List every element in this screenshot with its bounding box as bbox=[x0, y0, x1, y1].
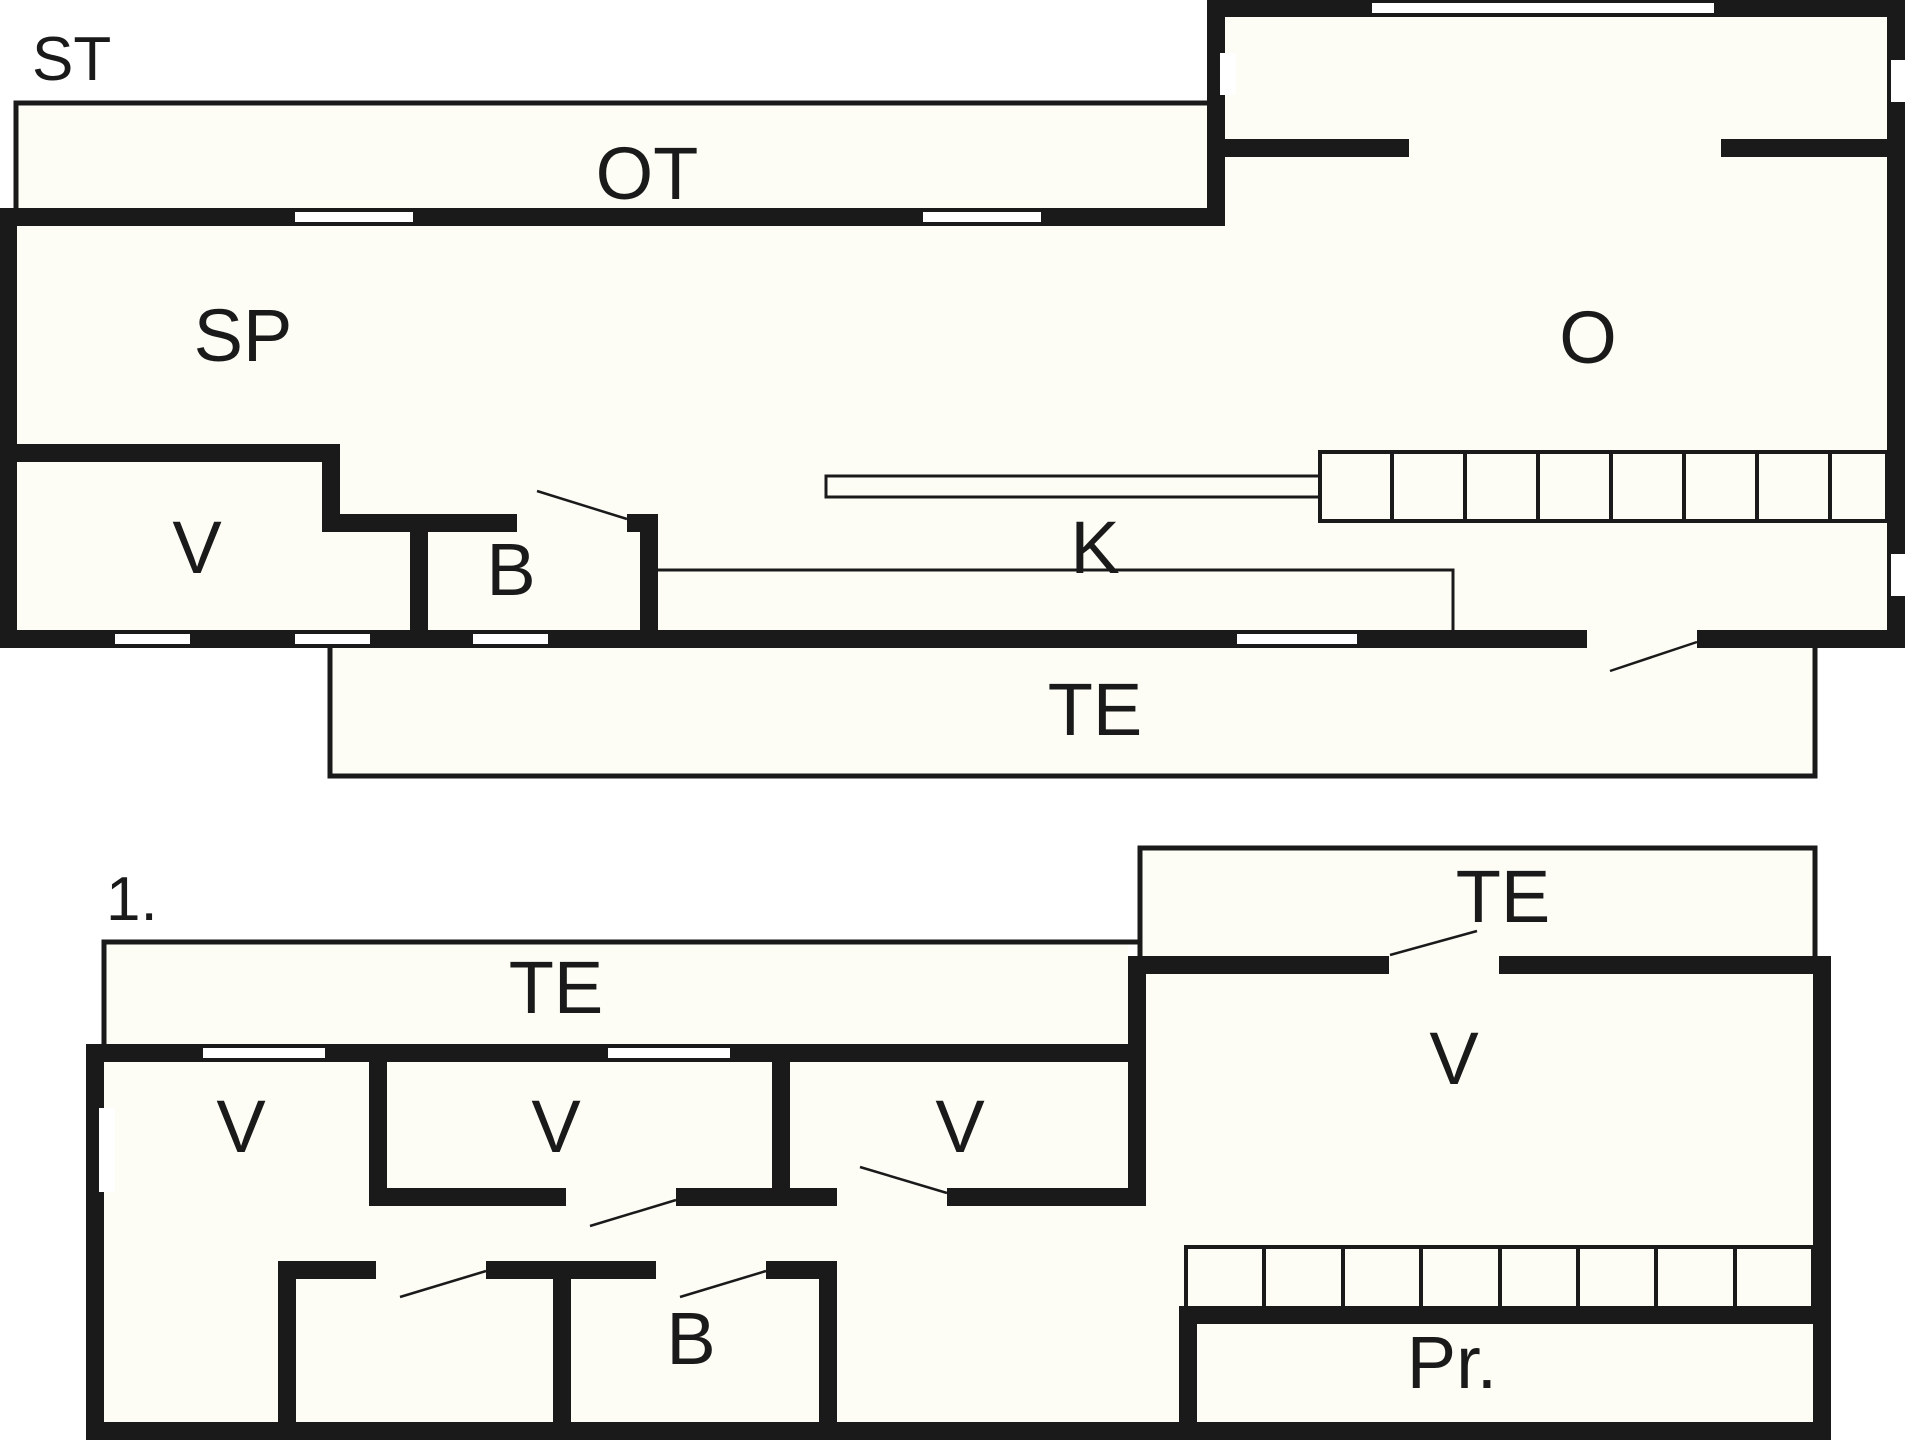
window bbox=[923, 212, 1041, 222]
room-label-pr: Pr. bbox=[1407, 1321, 1497, 1404]
window bbox=[473, 634, 548, 644]
room-label-v: V bbox=[216, 1085, 266, 1168]
door-opening bbox=[517, 514, 627, 532]
wall-v-room bbox=[8, 444, 428, 532]
door-opening bbox=[566, 1188, 676, 1206]
door-swing bbox=[589, 1198, 677, 1228]
room-label-te-left: TE bbox=[509, 946, 604, 1029]
room-label-te: TE bbox=[1048, 668, 1143, 751]
terrace-te-outline bbox=[327, 639, 1818, 779]
door-swing bbox=[1389, 929, 1478, 957]
door-opening bbox=[837, 1188, 947, 1206]
top-floor-exterior-wall bbox=[0, 0, 1905, 648]
window bbox=[115, 634, 190, 644]
first-floor: 1. TE TE V V V V B Pr. bbox=[86, 845, 1831, 1440]
door-opening bbox=[1587, 630, 1697, 648]
floor-label-first: 1. bbox=[106, 865, 158, 934]
window bbox=[1237, 634, 1357, 644]
room-label-v: V bbox=[935, 1085, 985, 1168]
window bbox=[1891, 60, 1907, 102]
room-label-v: V bbox=[1429, 1017, 1479, 1100]
door-opening bbox=[656, 1261, 766, 1279]
window bbox=[1220, 53, 1236, 95]
room-label-o: O bbox=[1559, 296, 1617, 379]
door-swing bbox=[399, 1269, 487, 1299]
window bbox=[295, 634, 370, 644]
window bbox=[1372, 3, 1714, 13]
room-label-te-right: TE bbox=[1456, 855, 1551, 938]
door-opening bbox=[1389, 956, 1499, 974]
kitchen-counter bbox=[658, 568, 1455, 630]
door-opening bbox=[376, 1261, 486, 1279]
room-label-v: V bbox=[172, 506, 222, 589]
door-swing bbox=[679, 1269, 767, 1299]
window bbox=[608, 1048, 730, 1058]
window bbox=[1891, 554, 1907, 596]
terrace-te-left-outline bbox=[101, 939, 1140, 1053]
door-swing bbox=[1609, 640, 1698, 673]
room-label-v: V bbox=[531, 1085, 581, 1168]
staircase bbox=[1318, 450, 1889, 523]
room-label-ot: OT bbox=[596, 132, 699, 215]
room-label-b: B bbox=[666, 1297, 715, 1380]
room-label-sp: SP bbox=[194, 294, 293, 377]
top-floor: ST OT SP O V B K TE bbox=[0, 0, 1907, 779]
door-swing bbox=[859, 1165, 948, 1195]
balcony-ot-outline bbox=[13, 100, 1216, 217]
door-swing bbox=[536, 489, 628, 521]
room-label-k: K bbox=[1070, 506, 1119, 589]
staircase bbox=[1184, 1245, 1815, 1317]
window bbox=[203, 1048, 325, 1058]
floor-label-top: ST bbox=[32, 25, 111, 94]
room-label-b: B bbox=[486, 528, 535, 611]
window bbox=[99, 1108, 115, 1192]
window bbox=[295, 212, 413, 222]
terrace-te-right-outline bbox=[1137, 845, 1818, 965]
